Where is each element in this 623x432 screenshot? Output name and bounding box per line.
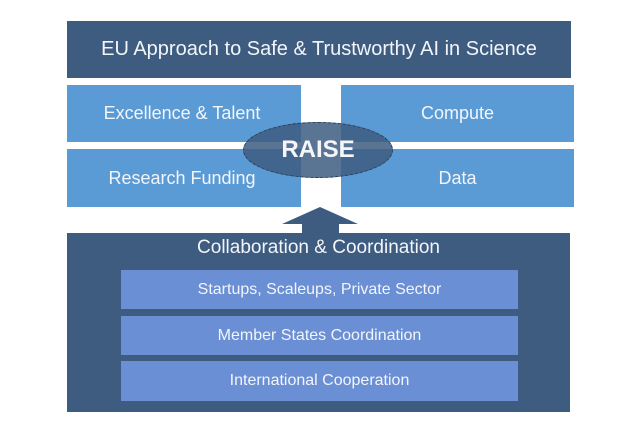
bar-startups: Startups, Scaleups, Private Sector <box>121 270 518 309</box>
bar-label: Member States Coordination <box>217 326 422 344</box>
collaboration-title: Collaboration & Coordination <box>197 237 440 258</box>
pillar-research-funding: Research Funding <box>67 149 301 207</box>
bar-international: International Cooperation <box>121 361 518 401</box>
title-text: EU Approach to Safe & Trustworthy AI in … <box>101 38 537 60</box>
bar-label: International Cooperation <box>229 372 410 389</box>
bar-member-states: Member States Coordination <box>121 316 518 355</box>
pillar-compute: Compute <box>341 85 574 142</box>
pillar-label: Excellence & Talent <box>103 103 261 123</box>
raise-ellipse: RAISE <box>243 122 393 178</box>
pillar-label: Compute <box>420 103 495 123</box>
raise-label: RAISE <box>281 136 355 163</box>
up-arrow-icon <box>282 207 358 234</box>
bar-label: Startups, Scaleups, Private Sector <box>197 280 442 298</box>
title-banner: EU Approach to Safe & Trustworthy AI in … <box>67 21 571 78</box>
pillar-data: Data <box>341 149 574 207</box>
pillar-label: Research Funding <box>108 167 256 188</box>
pillar-label: Data <box>438 167 477 188</box>
pillar-excellence-talent: Excellence & Talent <box>67 85 301 142</box>
